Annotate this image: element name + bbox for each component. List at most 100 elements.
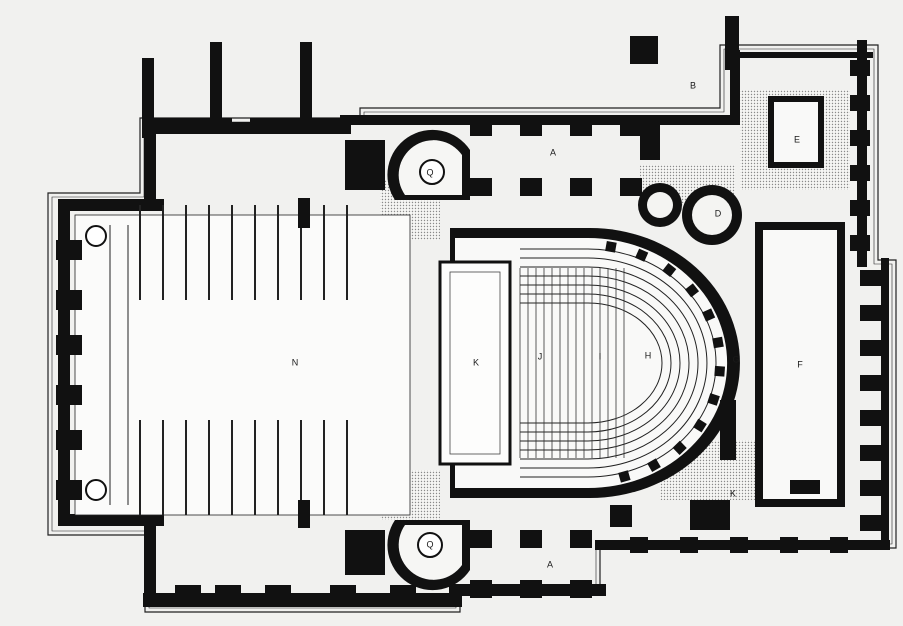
label-G: G [732,354,739,364]
pier [830,537,848,553]
pier [520,530,542,548]
tier-ring [520,284,681,442]
pier [470,580,492,598]
label-N: N [292,357,299,367]
top-arcade-piers [470,118,642,196]
bottom-wall-piers [175,537,848,605]
pier [570,178,592,196]
pier [780,537,798,553]
side-rooms [345,120,736,575]
label-J: J [538,351,543,361]
pier [860,305,882,321]
box-pier [647,458,661,473]
pier [520,118,542,136]
pier [730,537,748,553]
box-pier [662,262,677,278]
pier [570,580,592,598]
box-divisions [605,241,726,483]
box-pier [635,248,649,262]
left-wall-piers [56,240,82,500]
benches-upper [109,205,348,505]
tier-ring [520,266,699,460]
box-pier [672,440,687,455]
pier [630,537,648,553]
box-pier [684,283,700,298]
pier [860,270,882,286]
top-wall-stubs [142,16,739,138]
pier [860,410,882,426]
label-K-bottom: K [730,488,736,498]
label-A-bottom: A [547,559,553,569]
label-H: H [645,350,652,360]
pier [56,480,82,500]
left-wells [85,225,107,501]
pier [860,515,882,531]
pier [620,178,642,196]
pier [860,340,882,356]
pier [175,585,201,605]
pier [56,385,82,405]
pier [860,480,882,496]
tier-ring [520,302,663,424]
pier [470,530,492,548]
box-pier [701,308,716,322]
tier-ring [520,257,708,469]
pier [520,580,542,598]
label-Q-top: Q [426,167,433,177]
pier [56,290,82,310]
label-A-top: A [550,147,556,157]
hall-F [755,222,845,507]
pier [330,585,356,605]
stalls-rows [519,268,625,458]
room-labels: A B E D F G H I J K N A K Q Q [292,80,804,569]
right-wall-piers [850,60,882,531]
pier [390,585,416,605]
pier [850,165,870,181]
pier [850,200,870,216]
box-pier [712,336,724,349]
label-F: F [797,359,803,369]
pier [215,585,241,605]
pier [850,60,870,76]
box-pier [605,241,617,253]
box-pier [618,470,631,483]
hall-N [74,198,411,528]
bottom-arcade-piers [470,530,592,598]
stair-Q-bottom [387,520,470,591]
pier [850,130,870,146]
stair-Q-top [387,129,470,200]
pier [520,178,542,196]
tier-ring [520,275,690,451]
label-E: E [794,134,800,144]
box-pier [693,418,707,433]
round-room-D [638,183,742,245]
pier [570,530,592,548]
pier [570,118,592,136]
pier [680,537,698,553]
pier [56,240,82,260]
stage-K [438,260,512,466]
room-E [768,96,824,168]
box-pier [714,365,726,377]
pier [470,118,492,136]
pier [860,445,882,461]
label-Q-bottom: Q [426,539,433,549]
auditorium [438,228,740,498]
benches-lower [139,420,348,515]
box-pier [707,393,720,406]
label-I: I [599,351,602,361]
pier [265,585,291,605]
seating-tiers [520,248,717,478]
pier [850,95,870,111]
pier [470,178,492,196]
label-K: K [473,357,479,367]
pier [860,375,882,391]
pier [850,235,870,251]
label-B: B [690,80,696,90]
label-D: D [715,208,722,218]
pier [56,430,82,450]
tier-ring [520,293,672,433]
pier [56,335,82,355]
pier [620,118,642,136]
